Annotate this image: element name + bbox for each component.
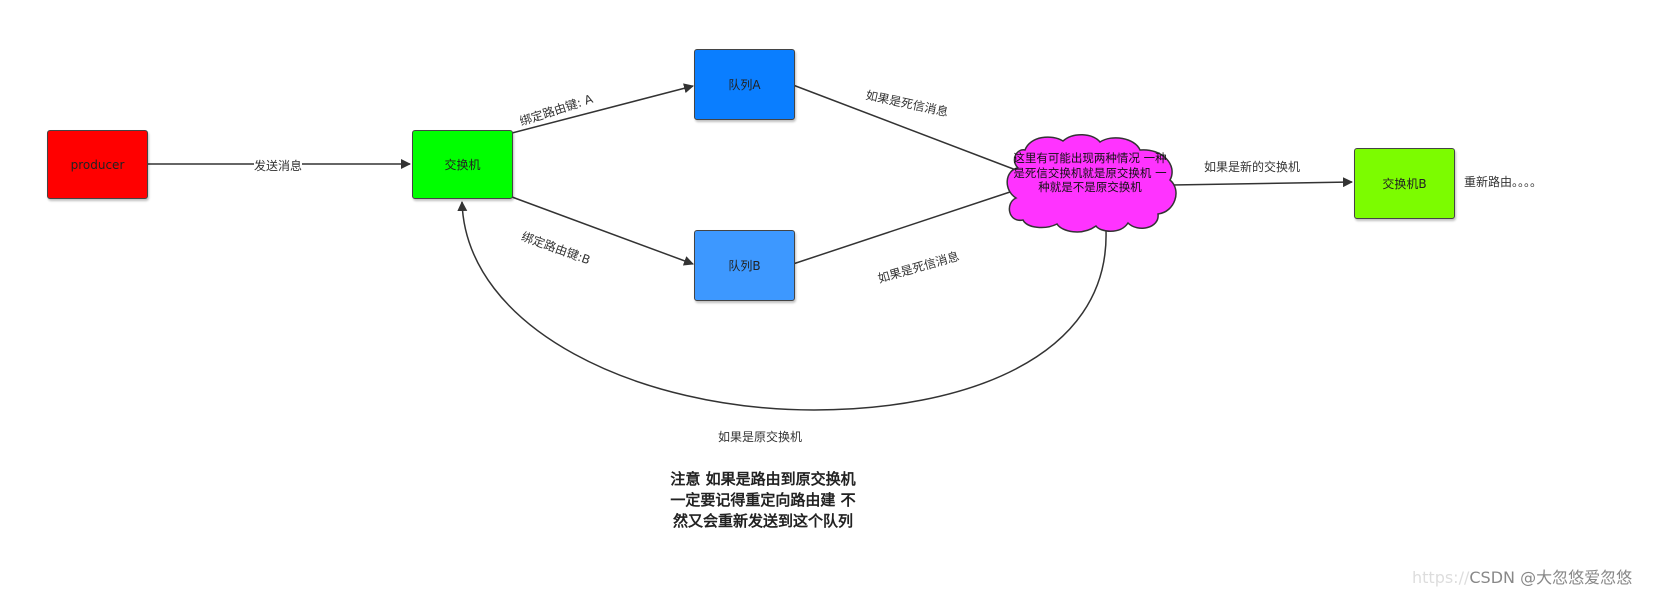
edge-label-send: 发送消息 (254, 157, 303, 174)
edge-queue-a-cloud (792, 84, 1017, 171)
edge-label-new-exchange: 如果是新的交换机 (1204, 160, 1301, 174)
edge-cloud-exchange (457, 201, 1107, 411)
producer-label: producer (70, 157, 125, 172)
exchange-node: 交换机 (412, 130, 513, 199)
exchange-b-label: 交换机B (1382, 177, 1427, 191)
watermark: https://CSDN @大忽悠爱忽悠 (1412, 564, 1632, 588)
producer-node: producer (47, 130, 148, 199)
note-text: 注意 如果是路由到原交换机 一定要记得重定向路由建 不然又会重新发送到这个队列 (670, 470, 856, 530)
edge-cloud-exchange-b (1171, 177, 1353, 188)
watermark-faint: https:// (1412, 568, 1470, 587)
watermark-main: CSDN @大忽悠爱忽悠 (1469, 568, 1633, 587)
queue-b-label: 队列B (728, 259, 761, 273)
edge-queue-b-cloud (792, 189, 1017, 265)
edge-label-original-exchange: 如果是原交换机 (718, 430, 803, 444)
queue-a-node: 队列A (694, 49, 795, 120)
cloud-shape (1006, 134, 1177, 233)
queue-a-label: 队列A (728, 78, 761, 92)
exchange-b-node: 交换机B (1354, 148, 1455, 219)
reroute-label: 重新路由。。。。 (1464, 175, 1543, 189)
edge-exchange-queue-b (511, 196, 694, 266)
queue-b-node: 队列B (694, 230, 795, 301)
edge-exchange-queue-a (511, 83, 694, 134)
exchange-label: 交换机 (444, 158, 481, 172)
cloud-text: 这里有可能出现两种情况 一种是死信交换机就是原交换机 一种就是不是原交换机 (1013, 151, 1167, 194)
